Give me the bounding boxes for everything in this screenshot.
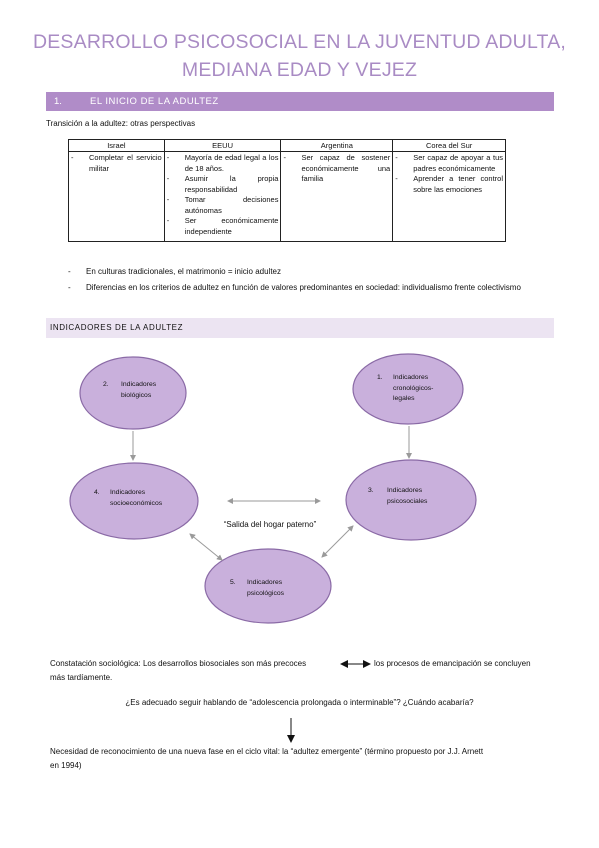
transition-label: Transición a la adultez: otras perspecti… xyxy=(46,119,196,128)
necesidad-line1: Necesidad de reconocimiento de una nueva… xyxy=(50,747,484,756)
node-5-ellipse xyxy=(204,548,332,624)
list-item: Mayoría de edad legal a los de 18 años. xyxy=(167,153,279,174)
list-item: Completar el servicio militar xyxy=(71,153,162,174)
cell-israel: Completar el servicio militar xyxy=(68,151,165,242)
arrow-3-5 xyxy=(321,525,354,558)
cell-corea: Ser capaz de apoyar a tus padres económi… xyxy=(392,151,506,242)
node-1-ellipse xyxy=(352,353,464,425)
section-number: 1. xyxy=(54,96,62,107)
bullet-text: En culturas tradicionales, el matrimonio… xyxy=(86,267,281,276)
page-title-line2: MEDIANA EDAD Y VEJEZ xyxy=(181,59,418,81)
countries-table: Israel EEUU Argentina Corea del Sur Comp… xyxy=(68,139,506,242)
bullet-text: Diferencias en los criterios de adultez … xyxy=(86,283,521,292)
cell-eeuu: Mayoría de edad legal a los de 18 años. … xyxy=(163,151,282,242)
list-item: Aprender a tener control sobre las emoci… xyxy=(395,174,503,195)
list-item: Ser capaz de sostener económicamente una… xyxy=(283,153,390,185)
cell-argentina: Ser capaz de sostener económicamente una… xyxy=(280,151,394,242)
section-header-inicio-adultez: 1. EL INICIO DE LA ADULTEZ xyxy=(46,92,554,111)
list-item: Asumir la propia responsabilidad xyxy=(167,174,279,195)
table-row: Completar el servicio militar Mayoría de… xyxy=(68,151,506,242)
list-item: Tomar decisiones autónomas xyxy=(167,195,279,216)
list-item: Ser capaz de apoyar a tus padres económi… xyxy=(395,153,503,174)
list-item: Ser económicamente independiente xyxy=(167,216,279,237)
constatacion-part3: más tardíamente. xyxy=(50,673,113,682)
node-2-ellipse xyxy=(79,356,187,430)
section-heading: INDICADORES DE LA ADULTEZ xyxy=(50,323,184,332)
center-label-salida: “Salida del hogar paterno” xyxy=(223,520,317,529)
section-header-indicadores: INDICADORES DE LA ADULTEZ xyxy=(46,318,554,338)
node-4-ellipse xyxy=(69,462,199,540)
node-3-ellipse xyxy=(345,459,477,541)
constatacion-part1: Constatación sociológica: Los desarrollo… xyxy=(50,659,307,668)
necesidad-line2: en 1994) xyxy=(50,761,82,770)
question-text: ¿Es adecuado seguir hablando de “adolesc… xyxy=(125,698,474,707)
page-title-line1: DESARROLLO PSICOSOCIAL EN LA JUVENTUD AD… xyxy=(32,31,567,53)
arrow-4-5 xyxy=(189,533,223,561)
section-heading: EL INICIO DE LA ADULTEZ xyxy=(90,96,219,107)
constatacion-part2: los procesos de emancipación se concluye… xyxy=(374,659,531,668)
